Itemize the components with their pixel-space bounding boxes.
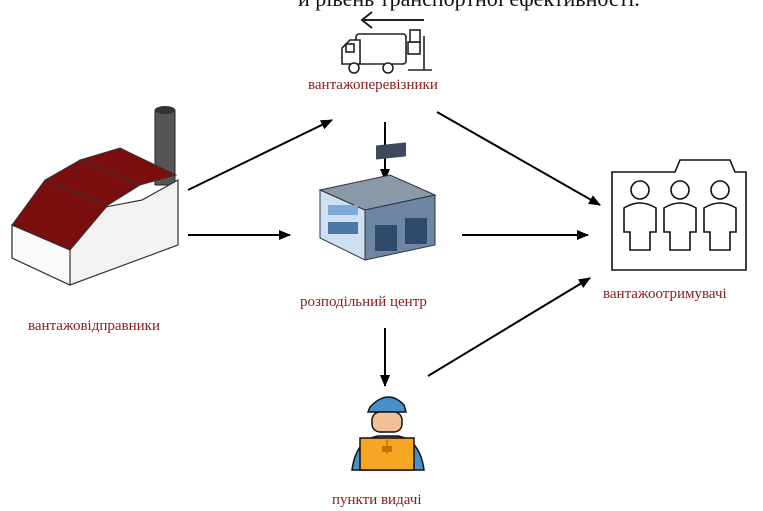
edge-pickup-receivers [427,277,591,377]
edges [187,111,601,387]
factory-icon [11,106,179,286]
person-1-icon [623,180,657,251]
courier-with-box-icon [351,396,425,471]
pickup-points-label: пункти видачі [332,492,422,508]
header-text-fragment: и рівень транспортної ефективності. [298,0,640,12]
shippers-label: вантажовідправники [28,318,160,334]
edge-shippers-carriers [187,119,333,191]
warehouse-building-icon [318,142,437,261]
distribution-center-label: розподільний центр [300,294,427,310]
carriers-label: вантажоперевізники [308,77,438,93]
receivers-label: вантажоотримувачі [603,286,727,302]
delivery-truck-icon [341,11,432,74]
person-2-icon [663,180,697,251]
edge-carriers-receivers [436,111,601,206]
person-3-icon [703,180,737,251]
people-group-icon [611,159,747,271]
